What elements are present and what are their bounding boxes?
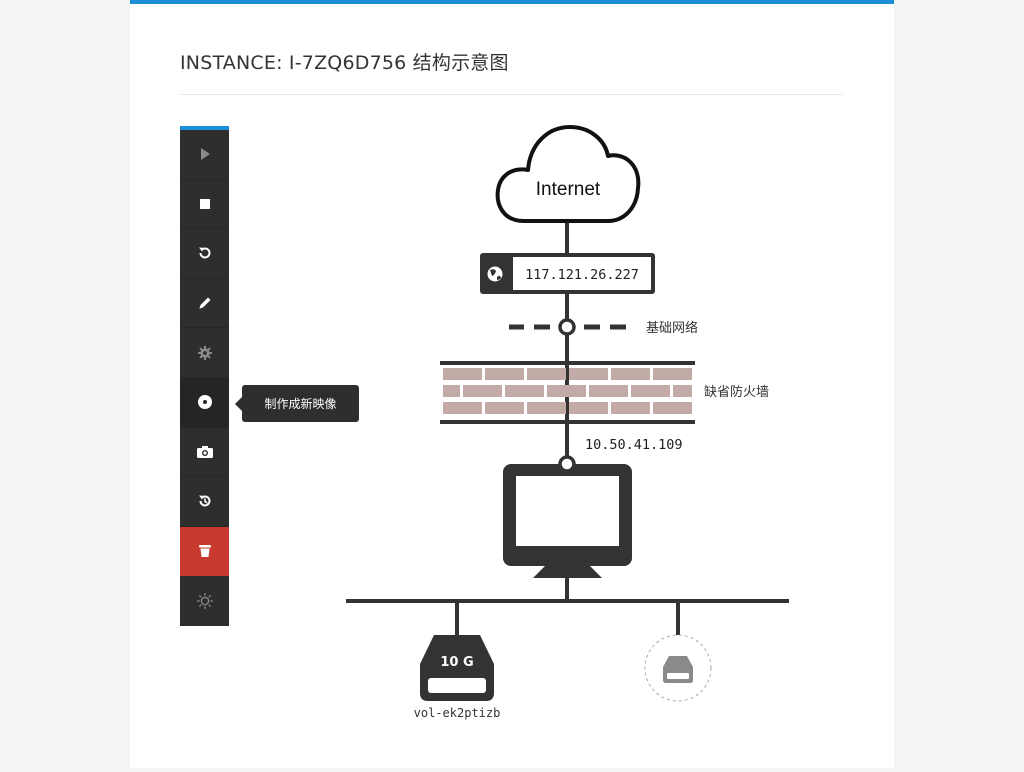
firewall-label: 缺省防火墙	[704, 384, 769, 400]
storage-bus	[346, 599, 789, 636]
instance-monitor[interactable]	[503, 455, 632, 578]
volume-id: vol-ek2ptizb	[414, 706, 501, 720]
volume-size: 10 G	[440, 655, 473, 670]
sun-icon	[196, 592, 213, 610]
restart-icon	[198, 247, 210, 259]
trash-icon	[198, 545, 211, 558]
public-ip-box[interactable]: 117.121.26.227	[480, 253, 655, 294]
delete-button[interactable]	[180, 526, 229, 577]
network-diagram: Internet 117.121.26.227 基础网络	[346, 125, 789, 720]
restart-button[interactable]	[180, 229, 229, 279]
internet-label: Internet	[536, 179, 601, 200]
page-title: INSTANCE: I-7ZQ6D756 结构示意图	[180, 52, 509, 74]
empty-volume-slot[interactable]	[644, 634, 712, 702]
internet-cloud[interactable]: Internet	[495, 125, 641, 223]
pencil-icon	[199, 297, 210, 309]
camera-icon	[196, 445, 213, 458]
history-button[interactable]	[180, 477, 229, 527]
base-network[interactable]: 基础网络	[509, 318, 698, 336]
network-label: 基础网络	[646, 320, 698, 336]
private-ip-label: 10.50.41.109	[585, 437, 683, 453]
public-ip-label: 117.121.26.227	[525, 267, 639, 283]
disc-icon	[197, 395, 212, 410]
edit-button[interactable]	[180, 279, 229, 329]
volume-disk[interactable]: 10 G vol-ek2ptizb	[414, 635, 501, 720]
title-divider	[180, 94, 843, 95]
gear-icon	[197, 345, 212, 360]
create-image-tooltip: 制作成新映像	[235, 385, 359, 422]
play-icon	[200, 148, 210, 161]
start-button[interactable]	[180, 130, 229, 180]
history-icon	[198, 495, 210, 507]
settings-button[interactable]	[180, 328, 229, 378]
firewall[interactable]: 缺省防火墙	[440, 361, 769, 424]
globe-icon	[487, 266, 503, 282]
stop-icon	[199, 198, 210, 209]
main-panel: INSTANCE: I-7ZQ6D756 结构示意图	[130, 0, 894, 768]
brightness-button[interactable]	[180, 576, 229, 626]
snapshot-button[interactable]	[180, 428, 229, 478]
create-image-button[interactable]	[180, 377, 229, 428]
action-toolbar	[180, 126, 229, 626]
stop-button[interactable]	[180, 180, 229, 230]
